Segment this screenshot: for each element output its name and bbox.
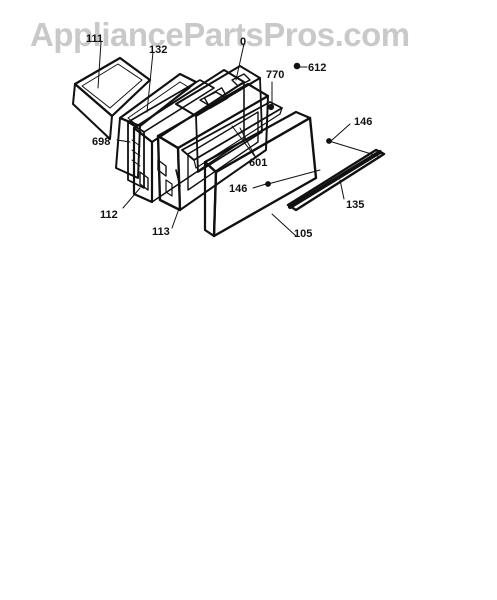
fasteners: [265, 62, 332, 187]
callout-labels: 111 132 0 770 612 698 601 146 146 112 13…: [86, 33, 372, 240]
part-0-inner-box: [175, 65, 263, 173]
part-111-panel: [72, 56, 152, 140]
callout-146-bottom: 146: [229, 183, 247, 195]
callout-132: 132: [149, 44, 167, 56]
part-105-outer-glass: [203, 110, 318, 238]
callout-601: 601: [249, 157, 267, 169]
callout-770: 770: [266, 69, 284, 81]
part-113-door-frame: [156, 82, 270, 212]
leader-lines: [97, 41, 379, 237]
watermark-text: AppliancePartsPros.com: [30, 16, 410, 53]
callout-0: 0: [240, 36, 246, 48]
callout-112: 112: [100, 209, 118, 221]
callout-135: 135: [346, 199, 364, 211]
callout-698: 698: [92, 136, 110, 148]
callout-146-top: 146: [354, 116, 372, 128]
callout-111: 111: [86, 33, 103, 45]
callout-612: 612: [308, 62, 326, 74]
part-135-handle: [286, 148, 386, 212]
callout-113: 113: [152, 226, 170, 238]
part-112-door-liner: [132, 69, 245, 204]
callout-105: 105: [294, 228, 312, 240]
